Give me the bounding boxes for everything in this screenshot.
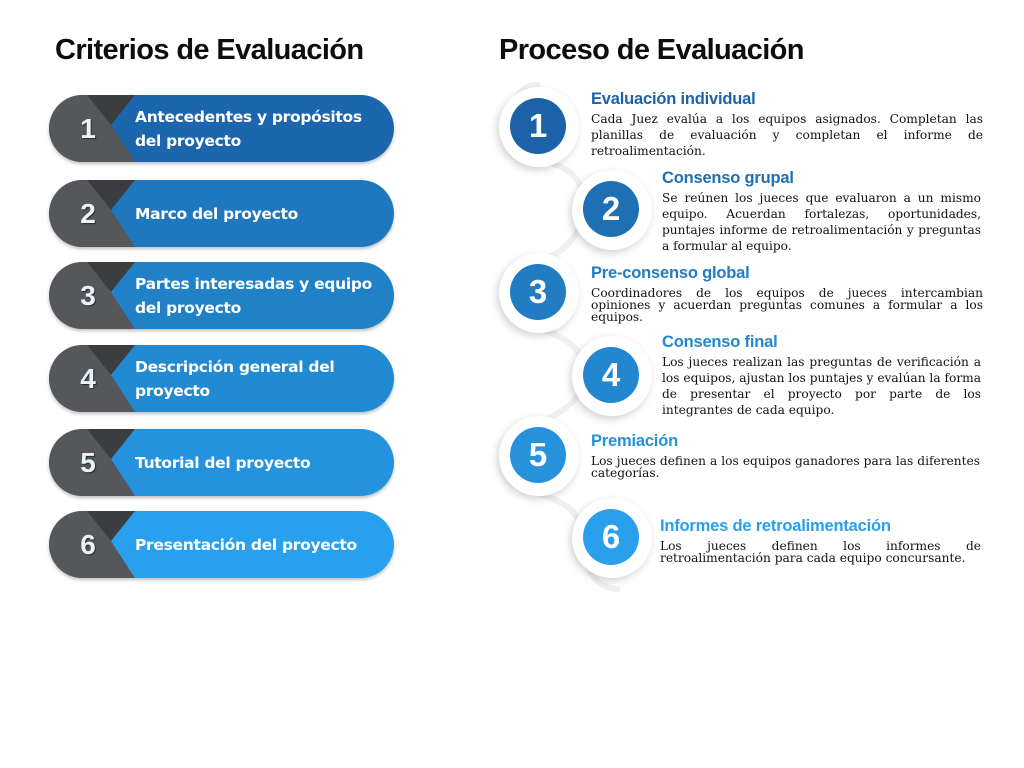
process-connector-wave <box>508 82 621 592</box>
criteria-label: Descripción general del proyecto <box>135 357 335 400</box>
step-badge: 5 <box>499 416 579 496</box>
step-title: Consenso grupal <box>662 169 794 187</box>
step-description: Los jueces definen a los equipos ganador… <box>591 454 980 480</box>
criteria-item: 2 Marco del proyecto <box>49 180 394 247</box>
step-badge: 6 <box>572 498 652 578</box>
step-title: Evaluación individual <box>591 90 756 108</box>
criteria-item: 3 Partes interesadas y equipo del proyect… <box>49 262 394 329</box>
criteria-label: Antecedentes y propósitos del proyecto <box>135 107 362 150</box>
step-badge: 4 <box>572 336 652 416</box>
criteria-wedge <box>87 262 189 329</box>
process-title: Proceso de Evaluación <box>499 34 805 66</box>
criteria-number: 2 <box>80 197 96 229</box>
criteria-wedge <box>87 429 189 496</box>
step-description: Cada Juez evalúa a los equipos asignados… <box>591 112 983 158</box>
criteria-number: 6 <box>80 528 96 560</box>
step-description: Los jueces realizan las preguntas de ver… <box>662 355 981 417</box>
criteria-label: Tutorial del proyecto <box>135 453 311 472</box>
step-title: Pre-consenso global <box>591 264 750 282</box>
step-number: 4 <box>583 347 639 403</box>
criteria-label: Partes interesadas y equipo del proyecto <box>135 274 372 317</box>
criteria-item: 5 Tutorial del proyecto <box>49 429 394 496</box>
criteria-item: 4 Descripción general del proyecto <box>49 345 394 412</box>
criteria-number: 4 <box>80 362 96 394</box>
criteria-wedge <box>87 95 189 162</box>
criteria-item: 6 Presentación del proyecto <box>49 511 394 578</box>
step-badge: 2 <box>572 170 652 250</box>
step-number: 6 <box>583 509 639 565</box>
criteria-number: 1 <box>80 112 96 144</box>
criteria-label: Marco del proyecto <box>135 204 298 223</box>
criteria-item: 1 Antecedentes y propósitos del proyecto <box>49 95 394 162</box>
step-description: Los jueces definen los informes de retro… <box>660 539 981 565</box>
step-number: 2 <box>583 181 639 237</box>
step-description: Se reúnen los jueces que evaluaron a un … <box>662 191 981 253</box>
criteria-number: 5 <box>80 446 96 478</box>
step-badge: 3 <box>499 253 579 333</box>
step-badge: 1 <box>499 87 579 167</box>
criteria-wedge <box>87 345 189 412</box>
criteria-label: Presentación del proyecto <box>135 535 357 554</box>
step-number: 5 <box>510 427 566 483</box>
criteria-wedge <box>87 511 189 578</box>
step-title: Consenso final <box>662 333 778 351</box>
step-number: 3 <box>510 264 566 320</box>
criteria-title: Criterios de Evaluación <box>55 34 364 66</box>
step-description: Coordinadores de los equipos de jueces i… <box>591 286 983 324</box>
criteria-wedge <box>87 180 189 247</box>
step-title: Informes de retroalimentación <box>660 517 891 535</box>
criteria-number: 3 <box>80 279 96 311</box>
step-number: 1 <box>510 98 566 154</box>
step-title: Premiación <box>591 432 678 450</box>
